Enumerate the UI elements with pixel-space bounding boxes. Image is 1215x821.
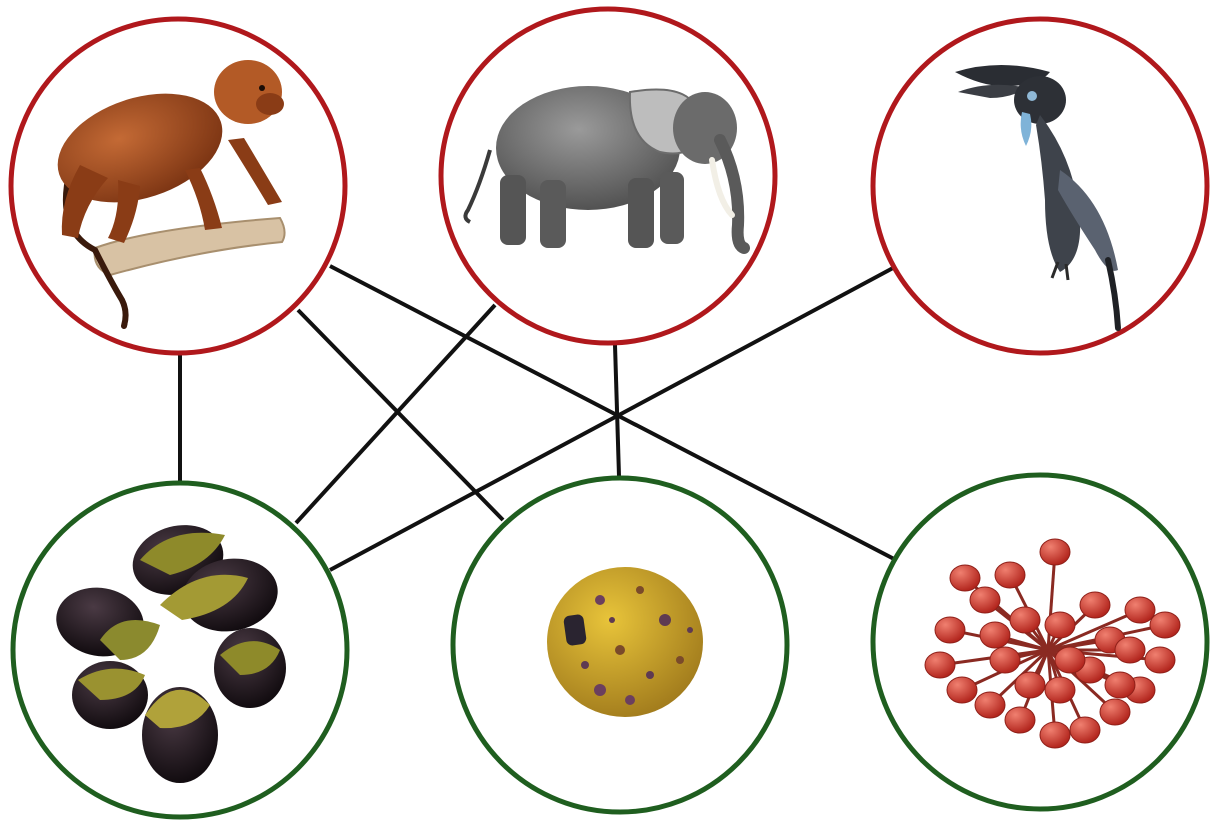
animal-node-elephant (438, 6, 778, 346)
link-monkey-speckled-fruit (296, 308, 505, 522)
speckled-yellow-fruit-icon (547, 567, 703, 717)
link-elephant-split-fruits (294, 303, 497, 525)
red-berry-cluster-icon (924, 538, 1181, 749)
hornbill-icon (955, 65, 1121, 331)
monkey-icon (57, 60, 286, 329)
plant-node-speckled-fruit (450, 475, 790, 815)
links-group (178, 264, 897, 572)
link-hornbill-split-fruits (329, 266, 894, 572)
split-dark-fruits-icon (56, 525, 286, 783)
elephant-icon (463, 86, 750, 254)
plant-node-split-fruits (10, 480, 350, 820)
animal-node-monkey (8, 16, 348, 356)
link-monkey-red-berry-cluster (329, 264, 897, 562)
animal-node-hornbill (870, 16, 1210, 356)
plant-node-red-berry-cluster (870, 472, 1210, 812)
link-elephant-speckled-fruit (613, 344, 621, 477)
